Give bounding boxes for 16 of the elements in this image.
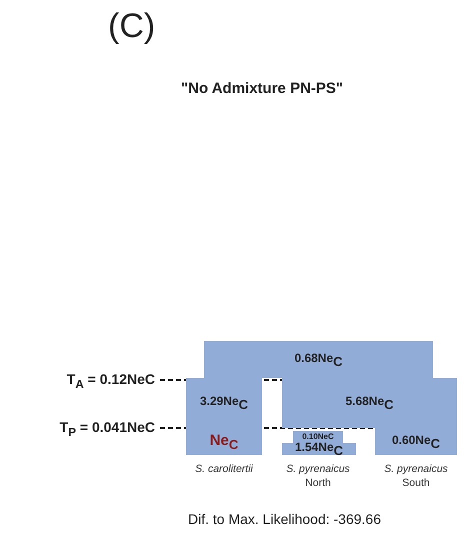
time-label: T$_{A}$ = 0.12NeC xyxy=(66,372,155,392)
population-name: S. pyrenaicus North xyxy=(285,462,351,490)
population-box xyxy=(186,428,262,455)
population-box xyxy=(282,443,356,455)
population-box xyxy=(204,341,433,378)
panel-letter: (C) xyxy=(108,8,156,46)
time-label: T$_{P}$ = 0.041NeC xyxy=(60,420,155,440)
likelihood-note: Dif. to Max. Likelihood: -369.66 xyxy=(188,512,381,528)
population-size-label: Ne$_{C}$ xyxy=(210,432,238,450)
population-box xyxy=(375,428,457,455)
population-name: S. carolitertii xyxy=(194,462,254,476)
population-size-label: 0.10NeC xyxy=(302,433,334,441)
population-box xyxy=(293,431,343,443)
diagram-title: "No Admixture PN-PS" xyxy=(181,80,344,97)
population-box xyxy=(282,378,457,428)
population-name: S. pyrenaicus South xyxy=(383,462,449,490)
